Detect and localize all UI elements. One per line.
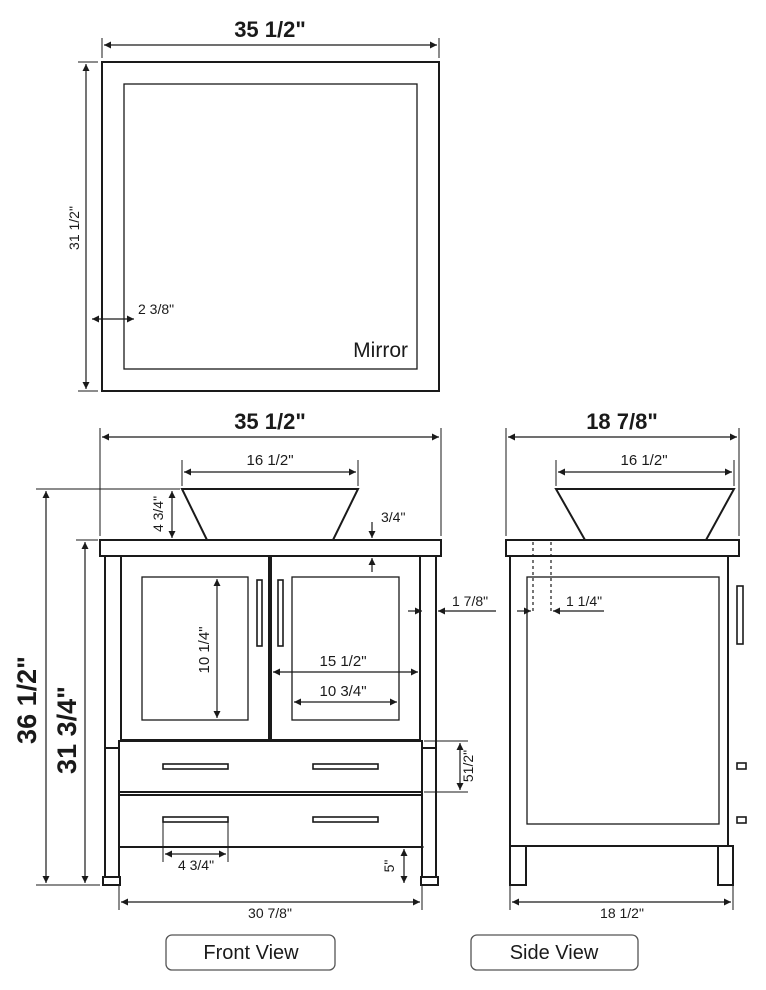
- bottom-drawer-left-handle: [162, 816, 229, 823]
- side-vessel-sink: [554, 488, 736, 541]
- right-door: [270, 555, 421, 741]
- side-drawer-knob-top: [736, 762, 747, 770]
- top-drawer-left-handle: [162, 763, 229, 770]
- front-view-label: Front View: [203, 942, 299, 964]
- mirror-width-label: 35 1/2": [234, 17, 306, 42]
- side-back-leg: [509, 845, 527, 886]
- drawer-height-label: 51/2": [460, 750, 476, 782]
- front-view-tag: Front View: [165, 934, 336, 971]
- mirror-outer-frame: [101, 61, 440, 392]
- base-width-label: 30 7/8": [248, 905, 292, 921]
- left-door-handle: [256, 579, 263, 647]
- right-leg: [421, 747, 437, 886]
- mirror-label: Mirror: [353, 339, 408, 362]
- countertop: [99, 539, 442, 557]
- top-drawer-right-handle: [312, 763, 379, 770]
- cabinet-height-label: 31 3/4": [52, 686, 82, 774]
- mirror-glass: [123, 83, 418, 370]
- side-countertop: [505, 539, 740, 557]
- side-drawer-knob-bottom: [736, 816, 747, 824]
- left-door: [120, 555, 270, 741]
- right-door-handle: [277, 579, 284, 647]
- back-offset-label: 1 1/4": [566, 593, 602, 609]
- front-view: 35 1/2" 16 1/2" 4 3/4" 3/4" 10 1/4" 1 7/…: [12, 409, 496, 921]
- side-view-label: Side View: [510, 942, 599, 964]
- side-door-handle: [736, 585, 744, 645]
- overhang-label: 1 7/8": [452, 593, 488, 609]
- side-cabinet-panel: [509, 555, 729, 847]
- left-door-panel: [141, 576, 249, 721]
- mirror-frame-width-label: 2 3/8": [138, 301, 174, 317]
- front-overall-width-label: 35 1/2": [234, 409, 306, 434]
- right-door-panel: [291, 576, 400, 721]
- mirror-view: Mirror 35 1/2" 31 1/2" 2 3/8": [66, 17, 440, 392]
- leg-height-label: 5": [381, 860, 397, 873]
- inner-width-label: 15 1/2": [319, 653, 366, 670]
- side-sink-width-label: 16 1/2": [620, 452, 667, 469]
- side-front-leg: [717, 845, 734, 886]
- sink-height-label: 4 3/4": [150, 496, 166, 532]
- right-foot: [420, 876, 439, 886]
- drawer-handle-width-label: 4 3/4": [178, 857, 214, 873]
- side-overall-depth-label: 18 7/8": [586, 409, 658, 434]
- side-base-depth-label: 18 1/2": [600, 905, 644, 921]
- side-view: 18 7/8" 16 1/2" 1 1/4" 18 1/2": [505, 409, 747, 921]
- left-foot: [102, 876, 121, 886]
- side-view-tag: Side View: [470, 934, 639, 971]
- vessel-sink: [180, 488, 360, 541]
- bottom-drawer-right-handle: [312, 816, 379, 823]
- total-height-label: 36 1/2": [12, 656, 42, 744]
- front-sink-width-label: 16 1/2": [246, 452, 293, 469]
- door-opening-width-label: 10 3/4": [319, 683, 366, 700]
- side-inner-panel: [526, 576, 720, 825]
- mirror-height-label: 31 1/2": [66, 206, 82, 250]
- top-thickness-label: 3/4": [381, 509, 405, 525]
- door-opening-height-label: 10 1/4": [196, 626, 213, 673]
- left-leg: [104, 747, 120, 886]
